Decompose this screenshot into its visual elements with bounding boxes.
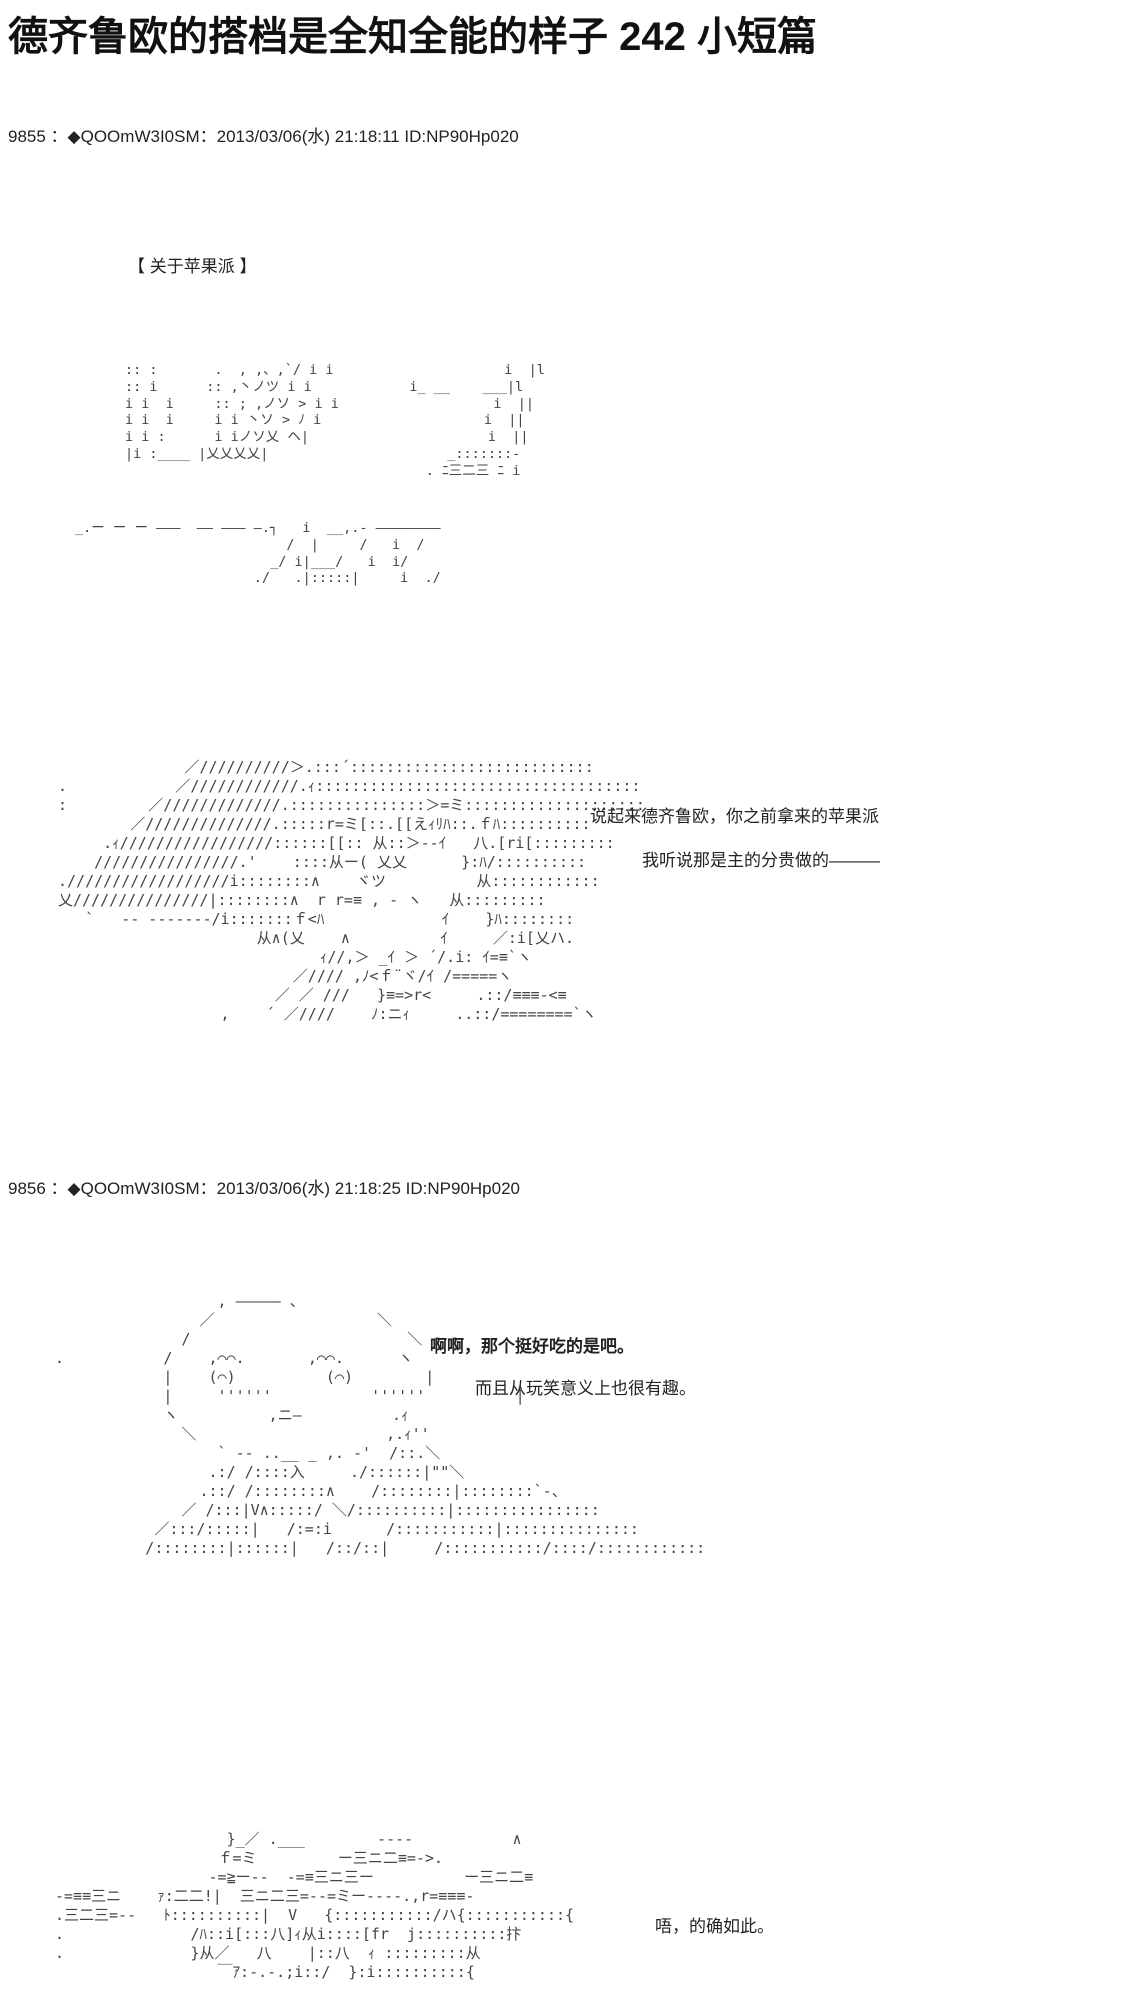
ascii-art-character-1: ／//////////＞.:::´:::::::::::::::::::::::… — [58, 758, 645, 1023]
post-header-9855: 9855 ：◆QOOmW3I0SM：2013/03/06(水) 21:18:11… — [8, 127, 519, 146]
ascii-art-character-3: }_／ .___ ‐‐‐‐ ∧ ｆ=ミ ー三ニ二≡=->. -=≧ー-- -=≡… — [55, 1830, 575, 1981]
dialogue-line: 说起来德齐鲁欧，你之前拿来的苹果派 — [590, 807, 879, 826]
dialogue-line: 而且从玩笑意义上也很有趣。 — [475, 1379, 696, 1398]
post-header-9856: 9856 ：◆QOOmW3I0SM：2013/03/06(水) 21:18:25… — [8, 1179, 520, 1198]
ascii-art-table-scene: :: : . , ,、,`/ i i i |l :: i :: ,丶ノツ i i… — [125, 362, 545, 479]
page-title: 德齐鲁欧的搭档是全知全能的样子 242 小短篇 — [8, 15, 817, 59]
scene-label: 【 关于苹果派 】 — [128, 257, 257, 276]
ascii-art-character-2: , ――――― 、 ／ ＼ / ＼ . / ,⌒⌒. ,⌒⌒. ヽ | (⌒) … — [55, 1292, 706, 1557]
dialogue-line: 唔，的确如此。 — [655, 1917, 774, 1936]
dialogue-line: 我听说那是主的分贵做的——— — [642, 851, 880, 870]
ascii-art-table-edge: _.ー ー ー ――― ―― ――― ―.┐ i __,.- ―――――――― … — [75, 520, 441, 587]
dialogue-line: 啊啊，那个挺好吃的是吧。 — [430, 1337, 634, 1356]
